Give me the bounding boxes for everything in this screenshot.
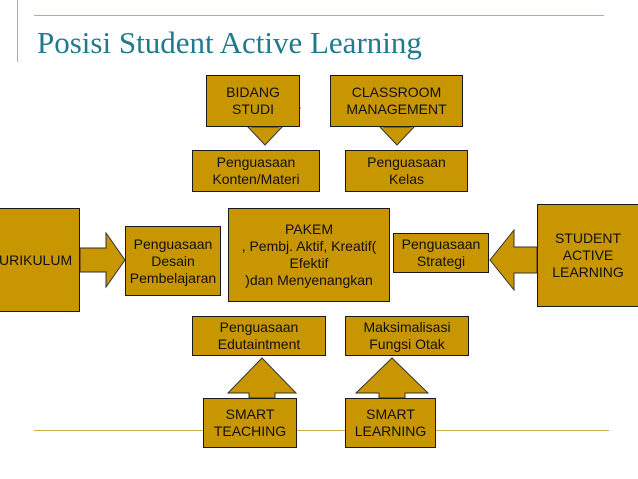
- penguasaan-strategi-box: Penguasaan Strategi: [393, 233, 489, 273]
- penguasaan-konten-box: Penguasaan Konten/Materi: [192, 150, 320, 192]
- pakem-box: PAKEM , Pembj. Aktif, Kreatif( Efektif )…: [228, 208, 390, 302]
- penguasaan-edutaintment-box: Penguasaan Edutaintment: [192, 316, 326, 356]
- right-arrow-kurikulum: [79, 231, 126, 289]
- top-rule: [34, 15, 604, 16]
- up-arrow-maksimalisasi: [354, 357, 430, 399]
- up-arrow-edutaintment: [226, 357, 298, 399]
- smart-teaching-box: SMART TEACHING: [203, 398, 297, 448]
- bottom-rule: [34, 430, 609, 431]
- left-arrow-student: [489, 228, 538, 292]
- smart-learning-box: SMART LEARNING: [345, 398, 436, 448]
- penguasaan-kelas-box: Penguasaan Kelas: [345, 150, 468, 192]
- kurikulum-box: URIKULUM: [0, 208, 80, 312]
- student-active-learning-box: STUDENT ACTIVE LEARNING: [537, 204, 638, 307]
- bidang-studi-box: BIDANG STUDI: [206, 75, 300, 127]
- slide-title: Posisi Student Active Learning: [37, 25, 422, 60]
- classroom-management-box: CLASSROOM MANAGEMENT: [330, 75, 463, 127]
- maksimalisasi-box: Maksimalisasi Fungsi Otak: [345, 316, 469, 356]
- penguasaan-desain-box: Penguasaan Desain Pembelajaran: [125, 226, 221, 296]
- left-rule: [17, 0, 18, 62]
